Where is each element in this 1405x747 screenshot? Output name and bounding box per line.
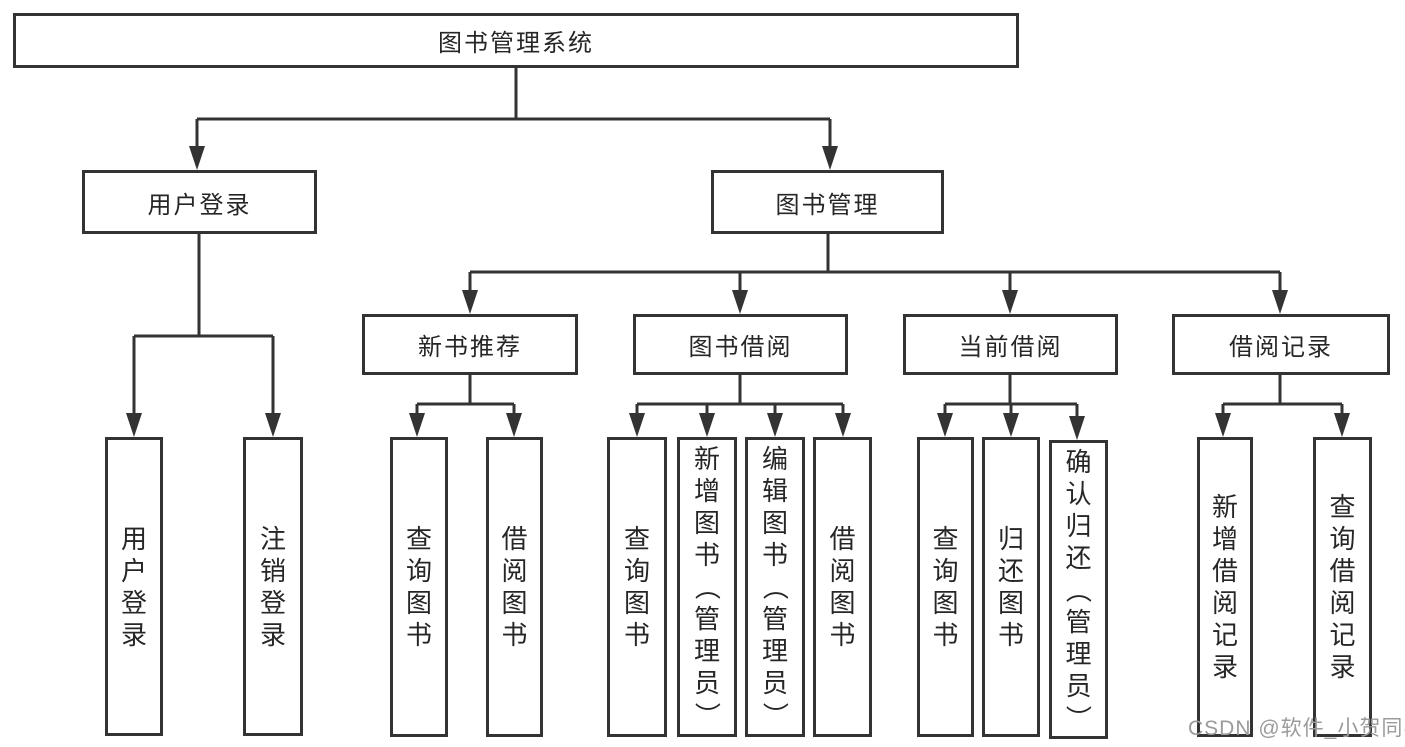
node-root-system-label: 图书管理系统 [438, 30, 594, 57]
leaf-borrow-edit-books-admin-label: 编辑图书（管理员） [759, 444, 790, 729]
leaf-user-login-label: 用户登录 [120, 523, 147, 650]
node-root-system: 图书管理系统 [13, 13, 1019, 68]
node-new-book-recommend: 新书推荐 [362, 314, 578, 375]
arrowheads [126, 146, 1350, 440]
node-current-borrow-label: 当前借阅 [958, 334, 1063, 361]
node-new-book-recommend-label: 新书推荐 [418, 334, 522, 361]
leaf-logout: 注销登录 [243, 437, 303, 736]
node-book-management: 图书管理 [711, 170, 944, 234]
leaf-recommend-query-books-label: 查询图书 [405, 524, 432, 650]
csdn-watermark: CSDN @软件_小贺同学 [1188, 717, 1405, 740]
node-borrow-records-label: 借阅记录 [1229, 334, 1333, 361]
leaf-recommend-query-books: 查询图书 [390, 437, 448, 737]
leaf-borrow-borrow-books: 借阅图书 [813, 437, 872, 737]
node-book-borrow: 图书借阅 [633, 314, 848, 375]
node-book-management-label: 图书管理 [775, 191, 880, 219]
leaf-logout-label: 注销登录 [259, 523, 286, 650]
leaf-borrow-query-books: 查询图书 [607, 437, 667, 737]
node-user-login-label: 用户登录 [147, 191, 252, 219]
leaf-borrow-borrow-books-label: 借阅图书 [829, 524, 856, 650]
leaf-borrow-edit-books-admin: 编辑图书（管理员） [745, 437, 805, 737]
leaf-records-query-record: 查询借阅记录 [1313, 437, 1372, 737]
leaf-borrow-query-books-label: 查询图书 [623, 524, 650, 650]
leaf-borrow-add-books-admin-label: 新增图书（管理员） [691, 444, 722, 729]
node-user-login: 用户登录 [82, 170, 317, 234]
node-book-borrow-label: 图书借阅 [688, 334, 793, 361]
leaf-current-return-books-label: 归还图书 [997, 524, 1024, 650]
leaf-current-return-books: 归还图书 [982, 437, 1040, 737]
leaf-records-query-record-label: 查询借阅记录 [1329, 492, 1356, 682]
leaf-user-login: 用户登录 [105, 437, 163, 736]
leaf-current-confirm-return-admin: 确认归还（管理员） [1049, 440, 1108, 739]
leaf-current-query-books: 查询图书 [917, 437, 974, 737]
leaf-recommend-borrow-books-label: 借阅图书 [501, 524, 528, 650]
node-borrow-records: 借阅记录 [1172, 314, 1390, 375]
leaf-records-add-record: 新增借阅记录 [1197, 437, 1253, 737]
leaf-current-query-books-label: 查询图书 [932, 524, 959, 650]
leaf-borrow-add-books-admin: 新增图书（管理员） [677, 437, 737, 737]
leaf-recommend-borrow-books: 借阅图书 [486, 437, 543, 737]
leaf-current-confirm-return-admin-label: 确认归还（管理员） [1063, 446, 1094, 731]
node-current-borrow: 当前借阅 [903, 314, 1118, 375]
leaf-records-add-record-label: 新增借阅记录 [1211, 492, 1238, 682]
connector-segments [132, 68, 1344, 430]
